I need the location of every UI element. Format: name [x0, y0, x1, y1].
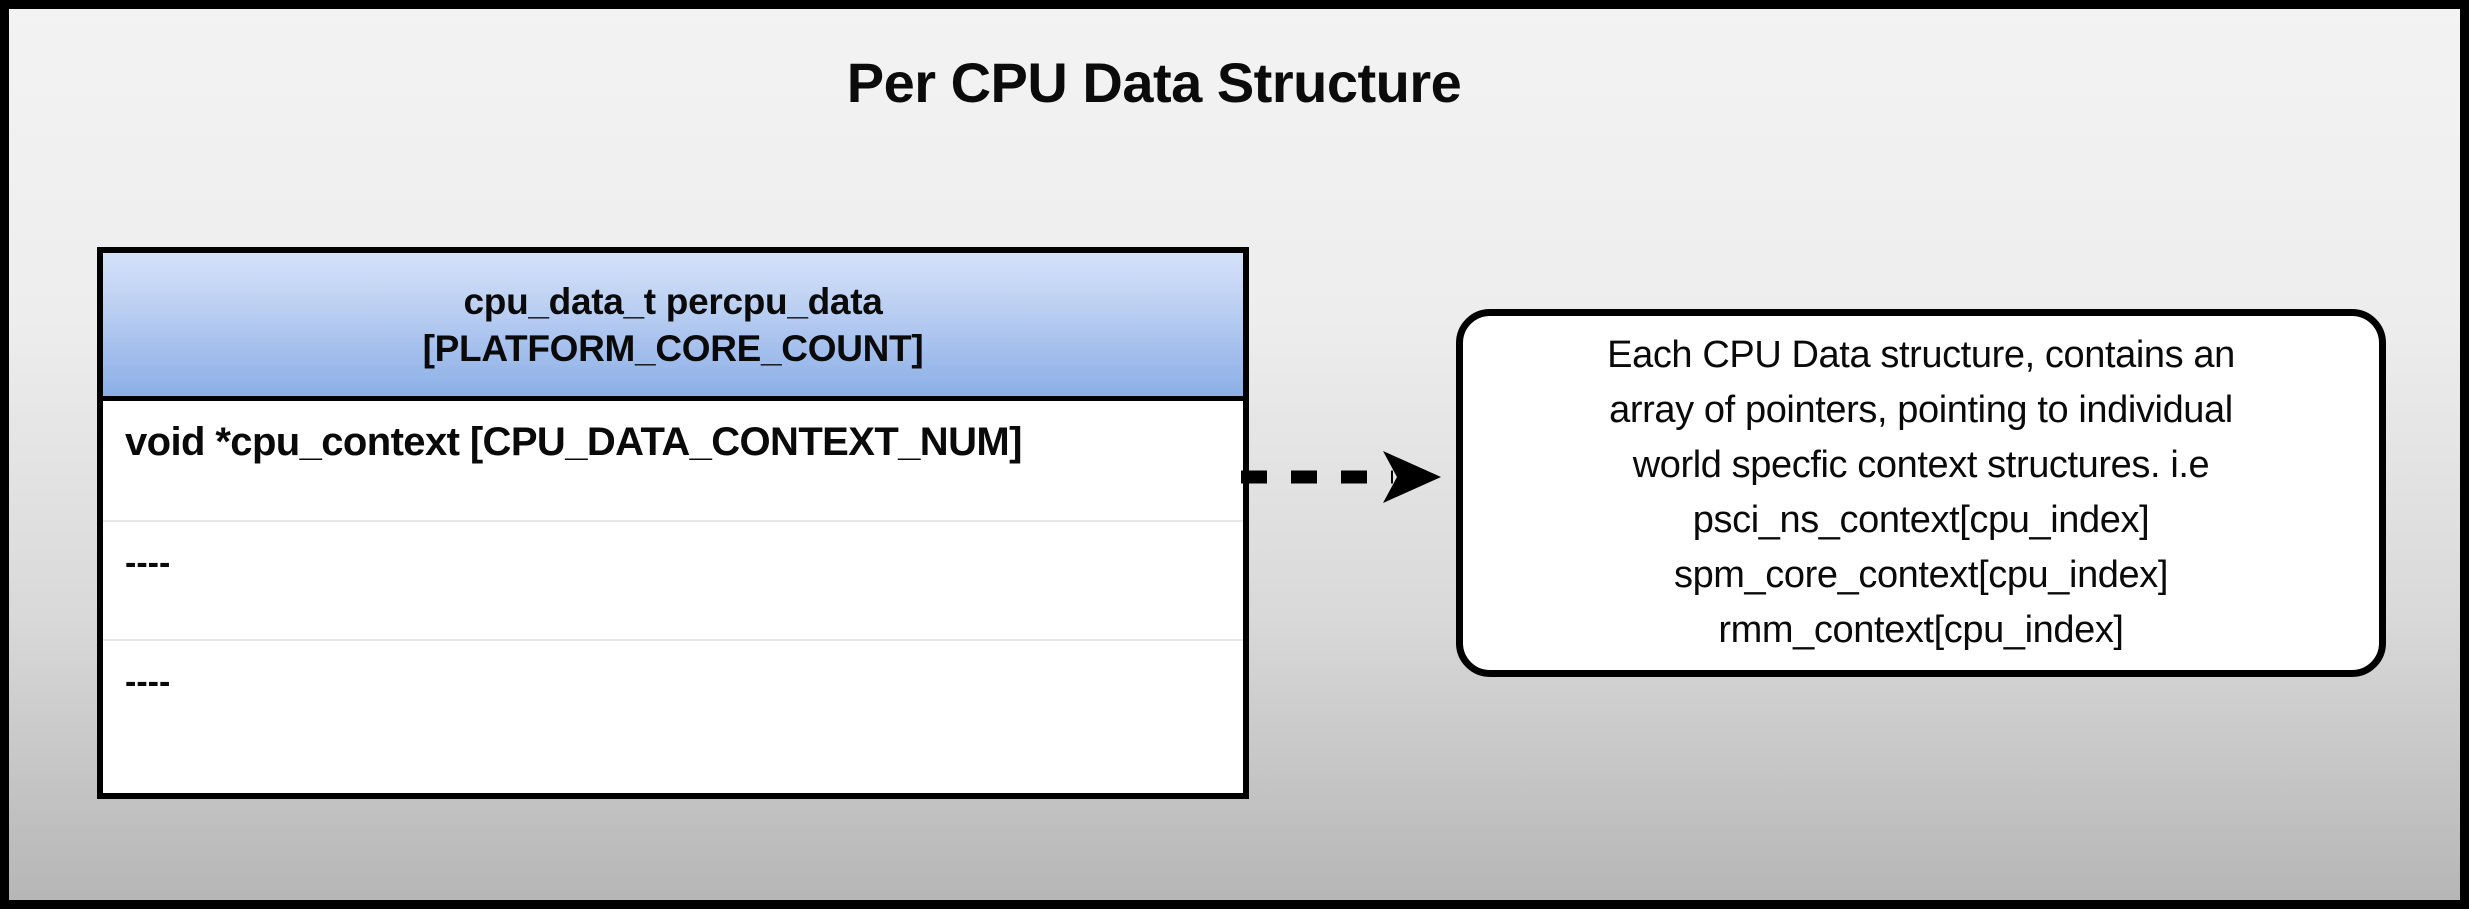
- struct-header-line-1: cpu_data_t percpu_data: [463, 280, 883, 322]
- struct-row-label: ----: [125, 663, 171, 701]
- callout-line-3: world specfic context structures. i.e: [1632, 444, 2210, 486]
- callout-text: Each CPU Data structure, contains an arra…: [1589, 328, 2253, 658]
- struct-header-line-2: [PLATFORM_CORE_COUNT]: [422, 327, 924, 369]
- struct-row-label: void *cpu_context [CPU_DATA_CONTEXT_NUM]: [125, 420, 1022, 464]
- callout-line-1: Each CPU Data structure, contains an: [1607, 334, 2235, 376]
- callout-box: Each CPU Data structure, contains an arra…: [1456, 309, 2386, 677]
- struct-row-cpu-context: void *cpu_context [CPU_DATA_CONTEXT_NUM]: [103, 401, 1243, 520]
- struct-row-placeholder-2: ----: [103, 639, 1243, 758]
- page-title: Per CPU Data Structure: [846, 51, 1462, 114]
- struct-row-label: ----: [125, 544, 171, 582]
- struct-row-placeholder-1: ----: [103, 520, 1243, 639]
- callout-line-4: psci_ns_context[cpu_index]: [1692, 499, 2150, 541]
- struct-table-header: cpu_data_t percpu_data [PLATFORM_CORE_CO…: [103, 253, 1243, 401]
- callout-line-6: rmm_context[cpu_index]: [1718, 609, 2124, 651]
- callout-line-2: array of pointers, pointing to individua…: [1609, 389, 2233, 431]
- percpu-data-struct-table: cpu_data_t percpu_data [PLATFORM_CORE_CO…: [97, 247, 1249, 799]
- callout-line-5: spm_core_context[cpu_index]: [1673, 554, 2169, 596]
- dashed-arrow-connector: [1241, 451, 1441, 503]
- arrow-head-icon: [1383, 451, 1441, 503]
